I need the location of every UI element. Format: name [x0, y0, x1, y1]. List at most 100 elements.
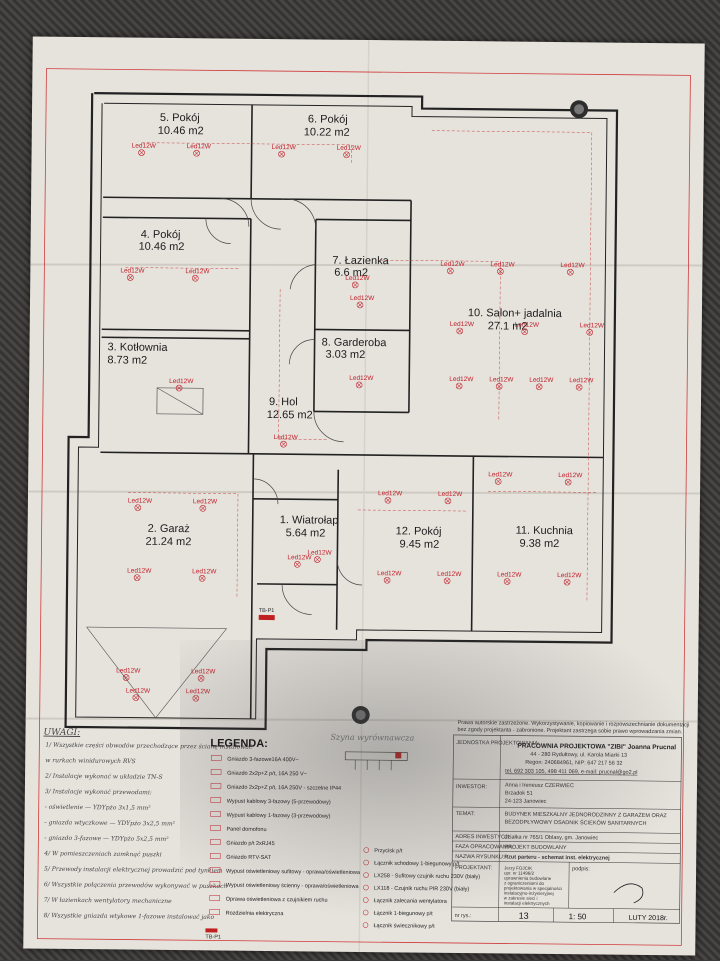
ceiling-lamp: Led12W	[127, 568, 152, 581]
ceiling-lamp: Led12W	[272, 144, 297, 157]
ceiling-lamp: Led12W	[185, 268, 210, 281]
designer-signature	[614, 884, 643, 903]
legend-item-label: Wypust kablowy 1-fazowy (3-przewodowy)	[227, 813, 331, 820]
room-4: 4. Pokój 10.46 m2	[139, 229, 185, 253]
room-9: 9. Hol 12.65 m2	[267, 396, 313, 421]
lamp-label: Led12W	[274, 434, 299, 441]
lamp-label: Led12W	[497, 571, 522, 578]
legend-symbol-icon	[211, 755, 221, 760]
room-8: 8. Garderoba 3.03 m2	[321, 337, 387, 362]
lamp-label: Led12W	[127, 568, 152, 575]
equipotential-bar: Szyna wyrównawcza	[330, 733, 414, 771]
drawing-date: LUTY 2018r.	[629, 915, 668, 922]
ceiling-lamp: Led12W	[116, 667, 141, 680]
paper-fold	[359, 40, 369, 952]
legend-symbol-icon	[210, 853, 220, 858]
room-area: 12.65 m2	[267, 409, 313, 421]
room-3: 3. Kotłownia 8.73 m2	[107, 341, 168, 367]
legend-symbol-icon	[210, 839, 220, 844]
lamp-label: Led12W	[488, 471, 513, 478]
legend-item-label: Rozdzielnia elektryczna	[226, 911, 285, 918]
design-office-name: PRACOWNIA PROJEKTOWA "ZIBI" Joanna Prucn…	[517, 743, 676, 752]
room-area: 3.03 m2	[325, 349, 365, 361]
legend-item-label: Łącznik schodowy 1-biegunowy p/t	[374, 861, 460, 868]
note-line: - oświetlenie — YDYpżo 3x1,5 mm²	[45, 804, 152, 812]
lamp-label: Led12W	[191, 668, 216, 675]
legend-item: Gniazdo 2x2p+Z p/t, 16A 250 V~	[211, 769, 307, 777]
room-area: 10.46 m2	[158, 125, 204, 137]
svg-text:Regon: 240684961, NIP: 647 217: Regon: 240684961, NIP: 647 217 56 32	[525, 760, 622, 767]
legend-item: Gniazdo 3-fazowe16A 400V~	[211, 755, 298, 763]
ceiling-lamp: Led12W	[126, 688, 151, 701]
room-name: 3. Kotłownia	[107, 341, 168, 354]
legend-symbol-icon	[211, 769, 221, 774]
interior-walls	[98, 103, 607, 722]
legend-item: Wypust kablowy 1-fazowy (3-przewodowy)	[211, 811, 331, 819]
ceiling-lamp: Led12W	[515, 322, 540, 335]
legend-item-label: LX118 - Czujnik ruchu PIR 230V (biały)	[374, 886, 470, 893]
legend-symbol-icon	[364, 873, 369, 878]
ceiling-lamp: Led12W	[120, 267, 145, 280]
svg-text:44 - 280 Rydułtowy, ul. Karola: 44 - 280 Rydułtowy, ul. Karola Miarki 13	[530, 752, 627, 759]
legend-item-label: Gniazdo 2x2p+Z p/t, 16A 250V - szczelne …	[227, 785, 341, 792]
designer-info: instalacji elektrycznych	[504, 900, 550, 905]
title-block: Prawa autorskie zastrzeżone. Wykorzystyw…	[452, 720, 690, 923]
legend-board-icon	[205, 928, 217, 932]
ceiling-lamp: Led12W	[497, 571, 522, 584]
lamp-label: Led12W	[350, 295, 375, 302]
note-line: - gniazda wtyczkowe — YDYpżo 3x2,5 mm²	[45, 819, 176, 827]
lamp-label: Led12W	[378, 490, 403, 497]
lamp-label: Led12W	[449, 376, 474, 383]
legend-block: LEGENDA: Gniazdo 3-fazowe16A 400V~Gniazd…	[205, 737, 481, 943]
drawing-number: 13	[519, 911, 529, 921]
legend-item-label: Panel domofonu	[226, 827, 266, 833]
room-11: 11. Kuchnia 9.38 m2	[515, 525, 573, 551]
project-subject: BUDYNEK MIESZKALNY JEDNORODZINNY Z GARAŻ…	[505, 810, 668, 819]
floor-plan-sheet: TB-P1 5. Pokój 10.46 m2 6. Pokój 10.22 m…	[23, 37, 705, 956]
legend-item-label: Łącznik 1-biegunowy p/t	[374, 911, 434, 918]
room-area: 10.22 m2	[304, 126, 350, 138]
room-name: 6. Pokój	[308, 113, 348, 125]
room-name: 8. Garderoba	[322, 337, 388, 350]
legend-item: LX118 - Czujnik ruchu PIR 230V (biały)	[363, 885, 469, 893]
legend-item: Wypust oświetleniowy ścienny - oprawa/oś…	[210, 881, 360, 890]
lamp-label: Led12W	[192, 568, 217, 575]
walls	[66, 92, 623, 738]
lamp-label: Led12W	[490, 261, 515, 268]
legend-item: Łącznik zalecania wentylatora	[363, 898, 448, 905]
note-line: 3/ Instalacje wykonać przewodami:	[45, 788, 152, 796]
investor-name: Anna i Ireneusz CZERWIEC	[505, 782, 574, 789]
svg-text:NAZWA RYSUNKU:: NAZWA RYSUNKU:	[455, 854, 505, 861]
svg-text:BEZODPŁYWOWY OSADNIK ŚCIEKÓW S: BEZODPŁYWOWY OSADNIK ŚCIEKÓW SANITARNYCH	[505, 817, 647, 826]
room-2: 2. Garaż 21.24 m2	[145, 523, 191, 548]
svg-text:Brzadok 51: Brzadok 51	[505, 790, 533, 796]
rooms: 5. Pokój 10.46 m2 6. Pokój 10.22 m2 4. P…	[105, 111, 578, 552]
drawing-scale: 1: 50	[569, 912, 587, 921]
ceiling-lamp: Led12W	[192, 568, 217, 581]
lamp-label: Led12W	[560, 262, 585, 269]
lamp-label: Led12W	[515, 322, 540, 329]
lamp-label: Led12W	[132, 143, 157, 150]
room-area: 8.73 m2	[107, 354, 147, 366]
lamp-label: Led12W	[116, 667, 141, 674]
lamp-label: Led12W	[437, 571, 462, 578]
investment-address: działka nr 765/1 Oblasy, gm. Janowiec	[504, 834, 598, 841]
legend-item-label: Wypust oświetleniowy sufitowy - oprawa/o…	[226, 869, 361, 876]
legend-item: Gniazdo RTV-SAT	[210, 853, 271, 861]
note-line: w rurkach winidurowych RVS	[45, 757, 135, 765]
legend-item: Gniazdo p/t 2xRJ45	[210, 839, 274, 847]
legend-item: Przycisk p/t	[364, 848, 403, 855]
svg-text:ADRES INWESTYCJI:: ADRES INWESTYCJI:	[455, 834, 511, 841]
legend-item-label: Wypust kablowy 3-fazowy (5-przewodowy)	[227, 799, 331, 806]
legend-item-label: LX258 - Sufitowy czujnik ruchu 230V (bia…	[374, 873, 480, 880]
legend-symbol-icon	[211, 783, 221, 788]
equipotential-bar-label: Szyna wyrównawcza	[330, 733, 414, 743]
ceiling-lamp: Led12W	[569, 377, 594, 390]
room-name: 10. Salon+ jadalnia	[468, 307, 563, 320]
design-phase: PROJEKT BUDOWLANY	[504, 844, 567, 851]
lamp-label: Led12W	[193, 498, 218, 505]
ceiling-lamps: Led12W Led12W Led12W Led12W Led12W Led12W Led1…	[116, 142, 607, 705]
legend-item: Panel domofonu	[210, 825, 266, 833]
room-area: 10.46 m2	[139, 241, 185, 253]
ceiling-lamp: Led12W	[440, 261, 465, 274]
